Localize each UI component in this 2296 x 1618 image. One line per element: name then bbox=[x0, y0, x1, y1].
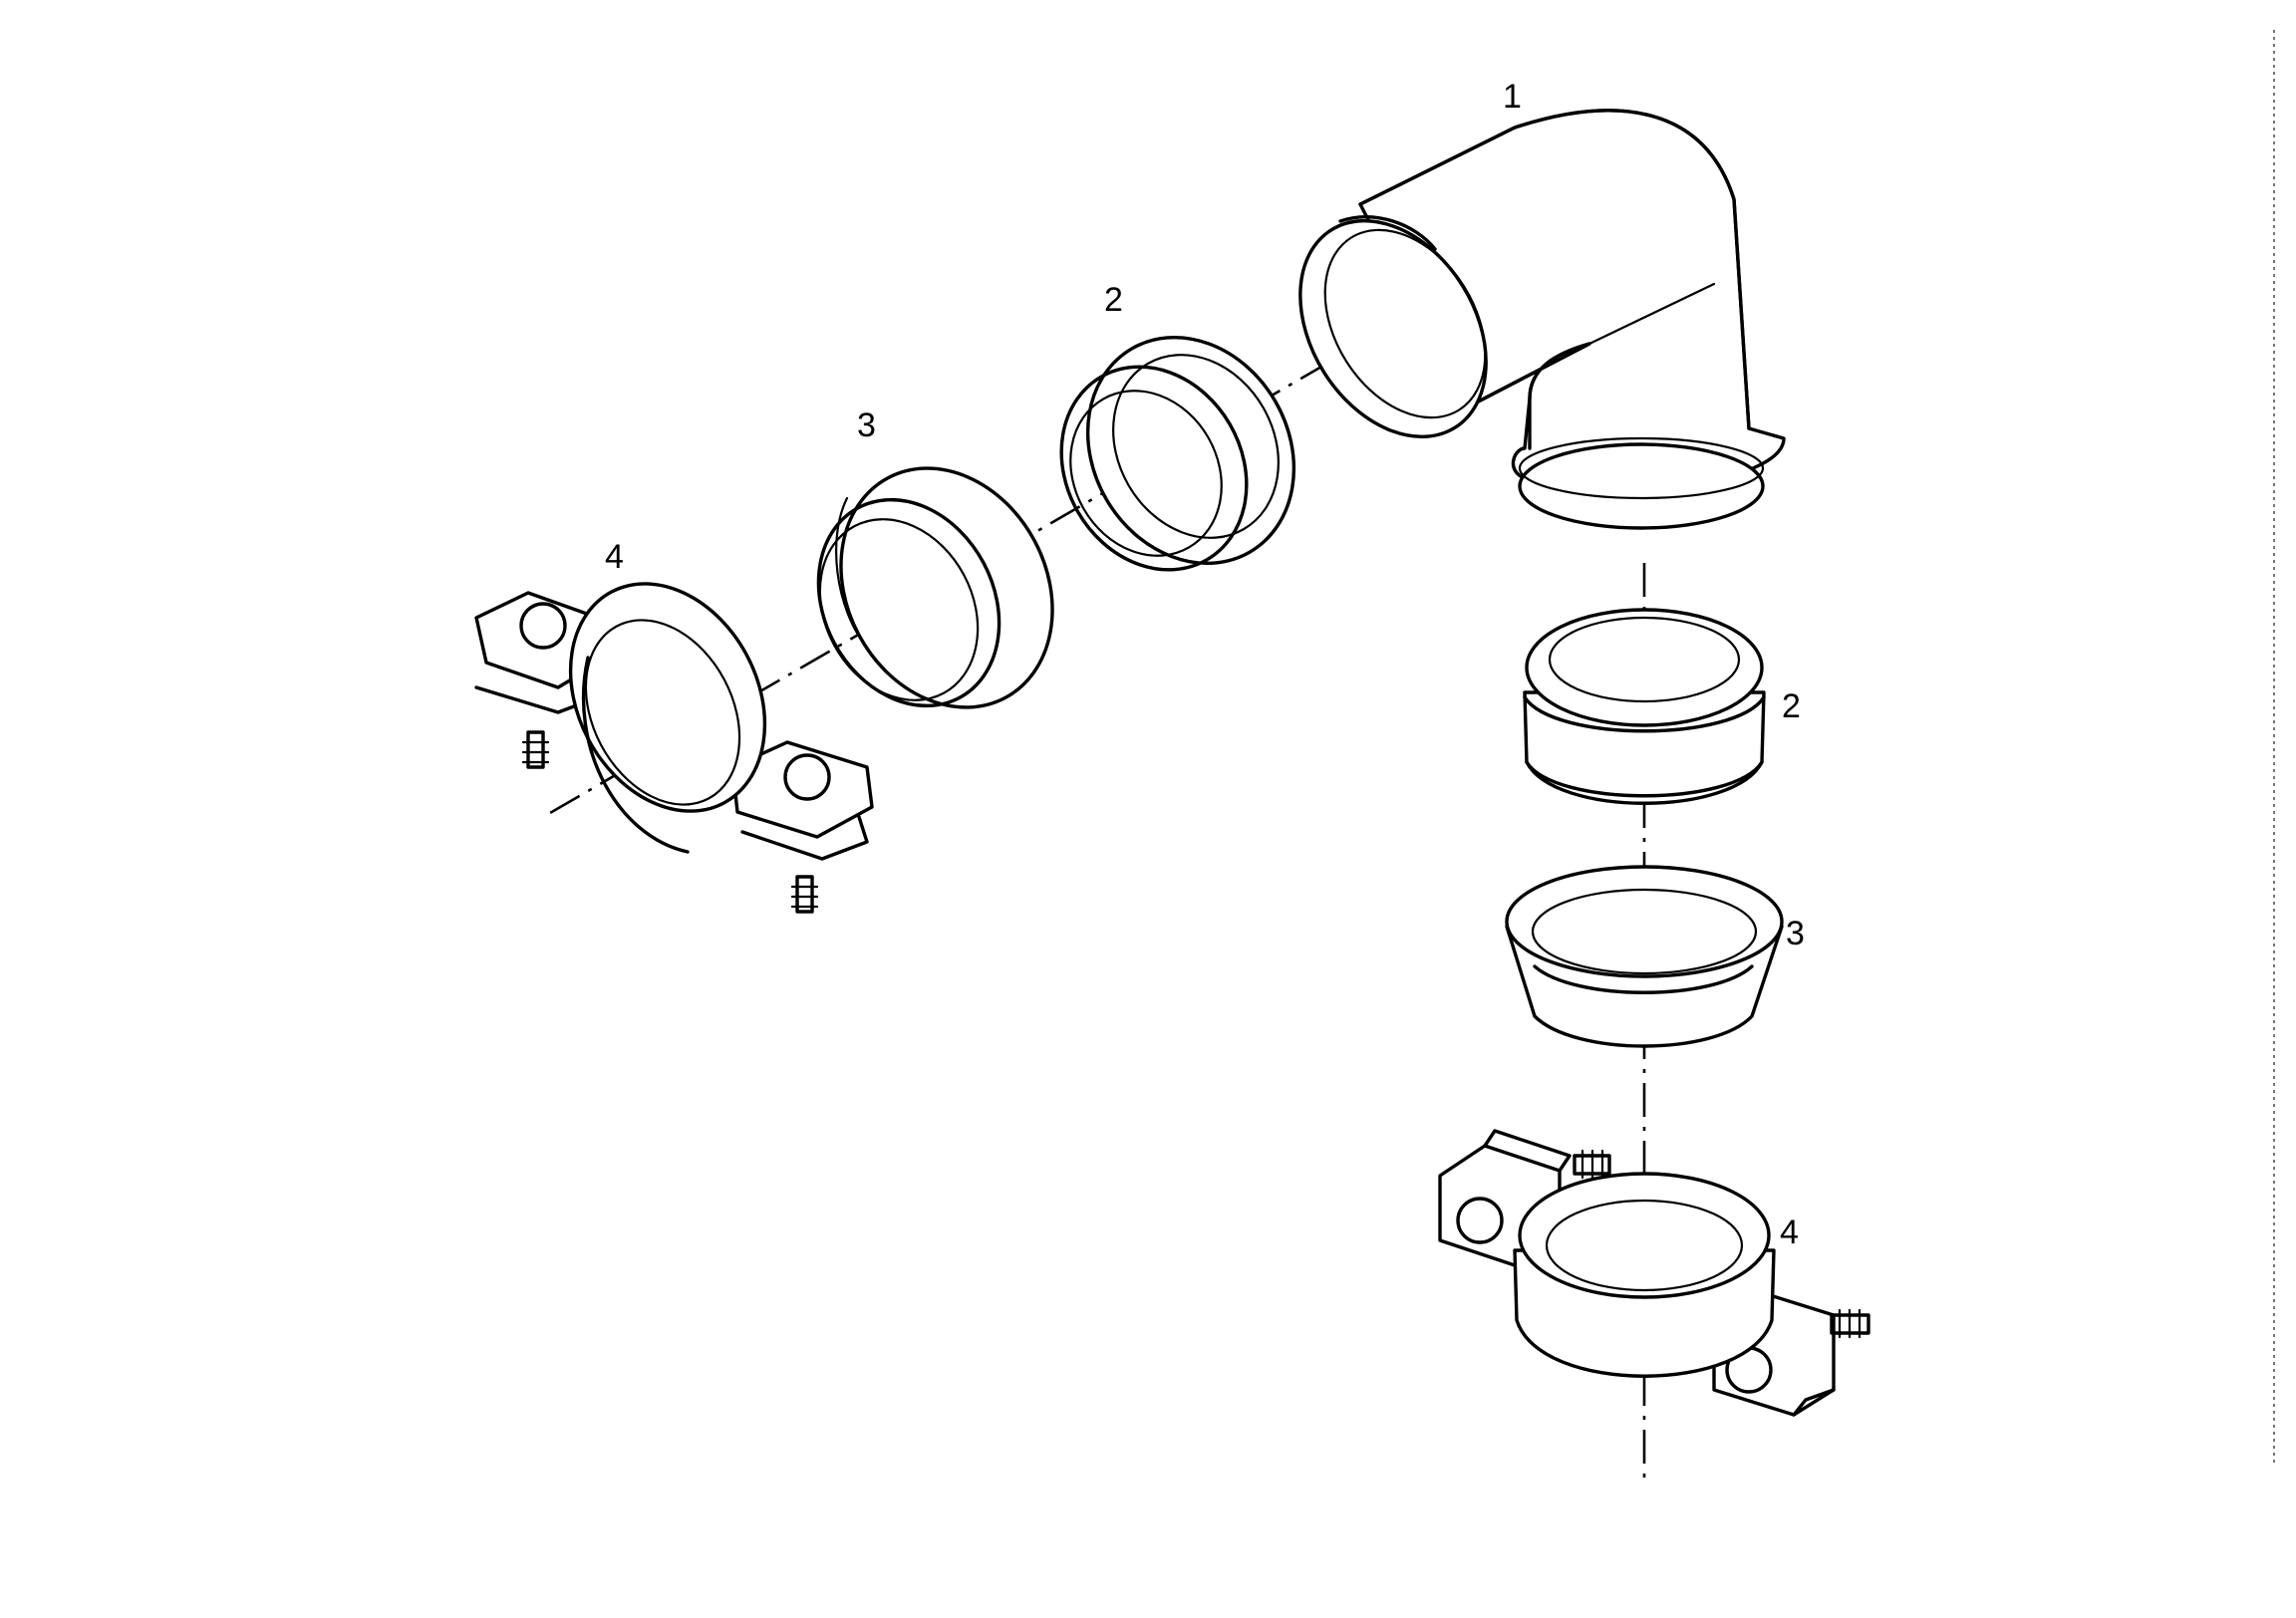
label-seal-top: 3 bbox=[857, 406, 876, 444]
seal-ring-icon bbox=[816, 466, 1054, 709]
compression-ring-icon-vertical bbox=[1523, 608, 1766, 805]
label-clamp-left: 4 bbox=[605, 538, 624, 576]
pipe-clamp-icon-vertical bbox=[1438, 1129, 1870, 1417]
compression-ring-icon bbox=[1059, 335, 1296, 572]
pipe-elbow-icon bbox=[1298, 109, 1786, 530]
label-clamp-right: 4 bbox=[1780, 1214, 1799, 1251]
seal-ring-icon-vertical bbox=[1505, 865, 1784, 1048]
label-elbow: 1 bbox=[1503, 78, 1522, 116]
label-ring-right: 2 bbox=[1782, 687, 1801, 725]
label-ring-top: 2 bbox=[1104, 281, 1123, 319]
label-seal-right: 3 bbox=[1786, 915, 1805, 952]
pipe-clamp-icon bbox=[474, 582, 874, 914]
